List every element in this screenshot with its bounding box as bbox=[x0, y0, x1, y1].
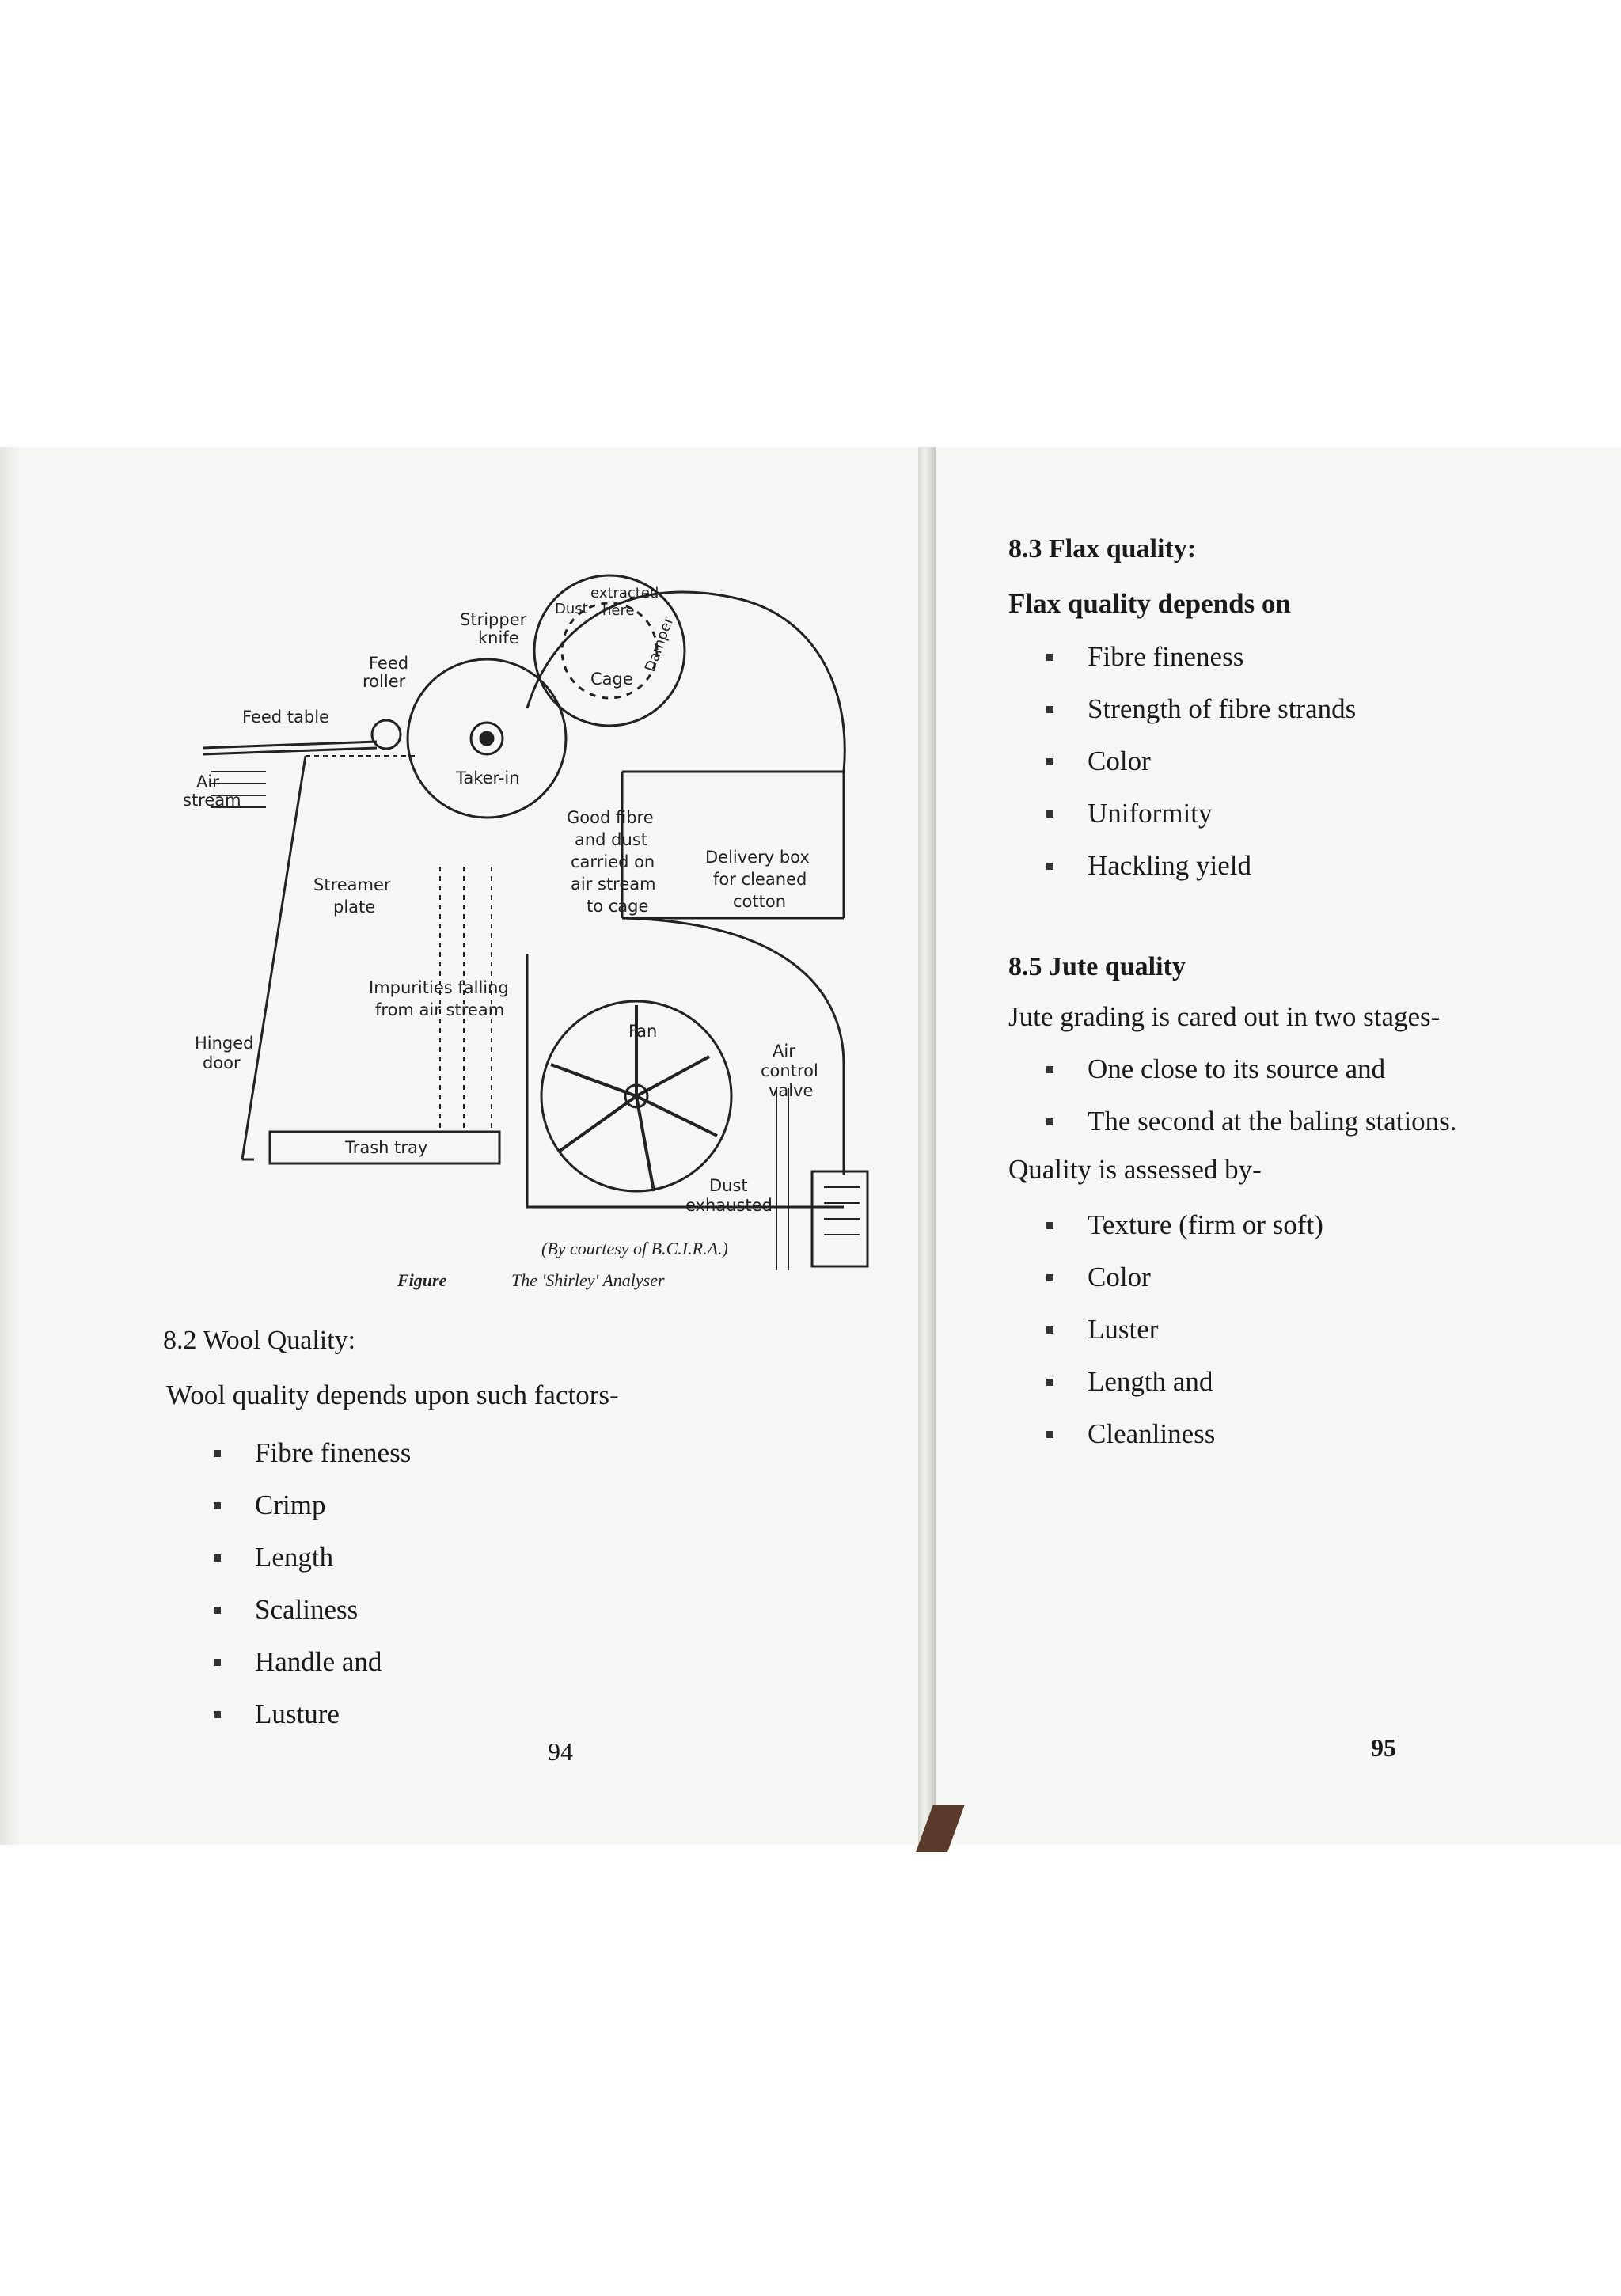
bullet-icon bbox=[1046, 1379, 1053, 1386]
list-item: Handle and bbox=[214, 1636, 411, 1688]
bullet-icon bbox=[1046, 1431, 1053, 1438]
figure-caption: The 'Shirley' Analyser bbox=[511, 1270, 665, 1290]
bullet-icon bbox=[1046, 706, 1053, 713]
left-page: Stripper knife Feed roller Feed table Ai… bbox=[21, 447, 918, 1845]
jute-intro: Jute grading is cared out in two stages- bbox=[1008, 1001, 1441, 1032]
label-feed-table: Feed table bbox=[242, 708, 329, 727]
jute-stages-list: One close to its source and The second a… bbox=[1046, 1043, 1457, 1148]
label-good-fibre-4: air stream bbox=[571, 875, 656, 894]
label-good-fibre-3: carried on bbox=[571, 852, 655, 871]
page-number: 95 bbox=[1371, 1733, 1396, 1762]
list-item: Fibre fineness bbox=[1046, 631, 1356, 683]
list-item: Lusture bbox=[214, 1688, 411, 1740]
label-trash-tray: Trash tray bbox=[344, 1138, 427, 1157]
figure-caption-prefix: Figure bbox=[397, 1270, 447, 1290]
bullet-icon bbox=[1046, 758, 1053, 765]
bullet-icon bbox=[1046, 863, 1053, 870]
bullet-icon bbox=[1046, 1118, 1053, 1125]
label-delivery-box-3: cotton bbox=[733, 892, 786, 911]
label-feed-roller-2: roller bbox=[363, 672, 406, 691]
label-hinged-door-1: Hinged bbox=[195, 1034, 254, 1053]
list-item: Luster bbox=[1046, 1304, 1323, 1356]
label-dust-exhausted-1: Dust bbox=[709, 1176, 748, 1195]
bullet-icon bbox=[214, 1450, 221, 1457]
label-good-fibre-1: Good fibre bbox=[567, 808, 654, 827]
label-good-fibre-2: and dust bbox=[575, 830, 647, 849]
book-spine bbox=[918, 447, 936, 1845]
flax-intro: Flax quality depends on bbox=[1008, 588, 1291, 619]
label-delivery-box-2: for cleaned bbox=[713, 870, 807, 889]
list-item: One close to its source and bbox=[1046, 1043, 1457, 1095]
wool-intro: Wool quality depends upon such factors- bbox=[166, 1379, 619, 1410]
label-dust-extracted-3: here bbox=[602, 602, 635, 619]
wool-factors-list: Fibre fineness Crimp Length Scaliness Ha… bbox=[214, 1427, 411, 1740]
section-heading-wool: 8.2 Wool Quality: bbox=[163, 1326, 356, 1355]
bullet-icon bbox=[214, 1711, 221, 1718]
list-item: Scaliness bbox=[214, 1584, 411, 1636]
bullet-icon bbox=[1046, 810, 1053, 818]
label-air-control-1: Air bbox=[773, 1042, 795, 1061]
bullet-icon bbox=[214, 1607, 221, 1614]
label-fan: Fan bbox=[628, 1022, 657, 1041]
label-air-stream-2: stream bbox=[183, 791, 241, 810]
list-item: Texture (firm or soft) bbox=[1046, 1199, 1323, 1251]
list-item: Fibre fineness bbox=[214, 1427, 411, 1479]
list-item: Cleanliness bbox=[1046, 1408, 1323, 1460]
list-item: Length and bbox=[1046, 1356, 1323, 1408]
jute-assessed-intro: Quality is assessed by- bbox=[1008, 1154, 1262, 1185]
label-air-control-2: control bbox=[761, 1061, 818, 1080]
bullet-icon bbox=[1046, 1326, 1053, 1334]
bullet-icon bbox=[1046, 654, 1053, 661]
label-taker-in: Taker-in bbox=[455, 768, 520, 787]
list-item: The second at the baling stations. bbox=[1046, 1095, 1457, 1148]
list-item: Color bbox=[1046, 1251, 1323, 1304]
figure-courtesy: (By courtesy of B.C.I.R.A.) bbox=[541, 1239, 728, 1258]
label-cage: Cage bbox=[590, 670, 633, 689]
right-page: 8.3 Flax quality: Flax quality depends o… bbox=[936, 447, 1621, 1845]
list-item: Color bbox=[1046, 735, 1356, 787]
label-dust-extracted-2: extracted bbox=[590, 585, 659, 602]
label-delivery-box-1: Delivery box bbox=[705, 848, 810, 867]
label-dust-exhausted-2: exhausted bbox=[685, 1196, 773, 1215]
label-impurities-2: from air stream bbox=[375, 1000, 504, 1019]
section-heading-flax: 8.3 Flax quality: bbox=[1008, 534, 1197, 564]
bullet-icon bbox=[214, 1554, 221, 1562]
bullet-icon bbox=[214, 1502, 221, 1509]
bullet-icon bbox=[1046, 1274, 1053, 1281]
bullet-icon bbox=[214, 1659, 221, 1666]
list-item: Uniformity bbox=[1046, 787, 1356, 840]
jute-quality-list: Texture (firm or soft) Color Luster Leng… bbox=[1046, 1199, 1323, 1460]
shirley-analyser-diagram: Stripper knife Feed roller Feed table Ai… bbox=[183, 574, 869, 1270]
label-impurities-1: Impurities falling bbox=[369, 978, 509, 997]
list-item: Crimp bbox=[214, 1479, 411, 1531]
section-heading-jute: 8.5 Jute quality bbox=[1008, 952, 1186, 981]
label-feed-roller-1: Feed bbox=[369, 654, 408, 673]
list-item: Hackling yield bbox=[1046, 840, 1356, 892]
label-stripper-knife-2: knife bbox=[478, 628, 519, 647]
label-stripper-knife-1: Stripper bbox=[460, 610, 527, 629]
bullet-icon bbox=[1046, 1066, 1053, 1073]
label-hinged-door-2: door bbox=[203, 1053, 241, 1072]
label-dust-extracted-1: Dust bbox=[555, 601, 588, 617]
list-item: Length bbox=[214, 1531, 411, 1584]
label-air-control-3: valve bbox=[769, 1081, 813, 1100]
page-edge bbox=[0, 447, 21, 1845]
label-air-stream-1: Air bbox=[196, 772, 219, 791]
label-streamer-plate-2: plate bbox=[333, 898, 375, 917]
bullet-icon bbox=[1046, 1222, 1053, 1229]
label-streamer-plate-1: Streamer bbox=[313, 875, 391, 894]
list-item: Strength of fibre strands bbox=[1046, 683, 1356, 735]
label-good-fibre-5: to cage bbox=[587, 897, 648, 916]
page-number: 94 bbox=[548, 1737, 573, 1766]
flax-factors-list: Fibre fineness Strength of fibre strands… bbox=[1046, 631, 1356, 892]
